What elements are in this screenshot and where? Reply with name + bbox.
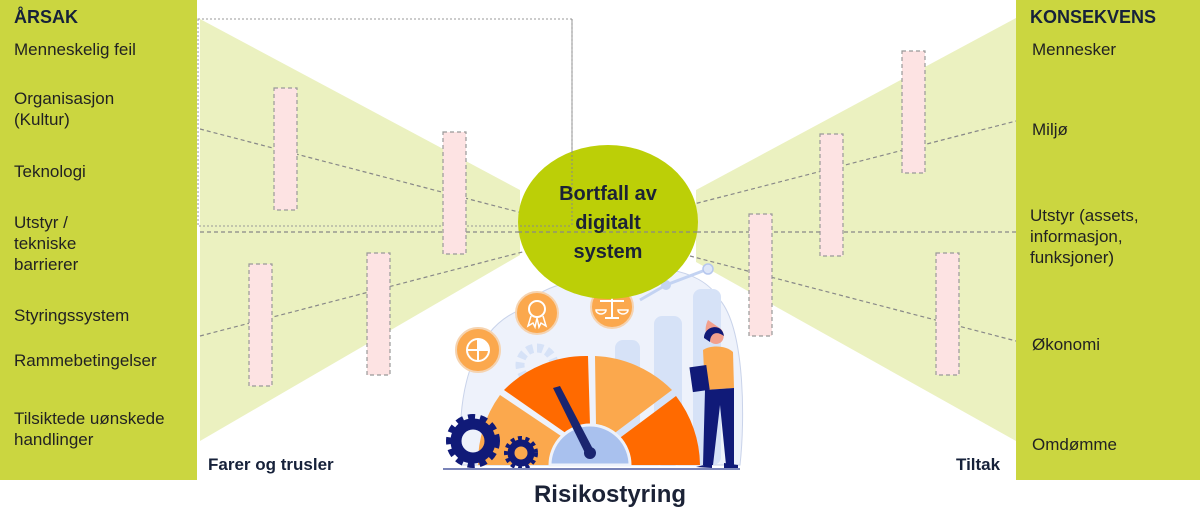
- consequence-item: Utstyr (assets, informasjon, funksjoner): [1030, 206, 1139, 267]
- cause-item: Rammebetingelser: [14, 351, 157, 370]
- consequence-item: Mennesker: [1032, 40, 1117, 59]
- threats-label: Farer og trusler: [208, 455, 334, 474]
- barrier-box: [273, 87, 298, 211]
- person-with-tablet: [689, 320, 738, 469]
- barrier-box: [442, 131, 467, 255]
- consequence-column-title: KONSEKVENS: [1030, 7, 1157, 27]
- central-event-ellipse: [518, 145, 698, 299]
- gauge-segment: [477, 395, 567, 465]
- gear-icon: [446, 414, 500, 468]
- barrier-box: [901, 50, 926, 174]
- consequence-item: Omdømme: [1032, 435, 1117, 454]
- measures-label: Tiltak: [956, 455, 1001, 474]
- trend-point: [702, 263, 714, 275]
- risk-gauge: [477, 355, 700, 467]
- central-event-label: Bortfall av digitalt system: [559, 183, 657, 263]
- consequence-item: Miljø: [1032, 120, 1068, 139]
- cause-item: Organisasjon (Kultur): [14, 89, 115, 129]
- barrier-box: [366, 252, 391, 376]
- cause-item: Styringssystem: [14, 306, 130, 325]
- cause-column-title: ÅRSAK: [14, 7, 79, 27]
- barrier-box: [748, 213, 773, 337]
- cause-item: Teknologi: [14, 162, 86, 181]
- barrier-box: [935, 252, 960, 376]
- gauge-pivot: [584, 447, 596, 459]
- risk-illustration: [443, 263, 744, 470]
- risk-management-caption: Risikostyring: [533, 481, 687, 508]
- gauge-needle: [553, 386, 594, 455]
- connector-line: [689, 255, 1017, 342]
- cause-column: ÅRSAK Menneskelig feil Organisasjon (Kul…: [0, 0, 197, 480]
- award-ribbon-icon: [515, 291, 559, 335]
- cause-item: Utstyr / tekniske barrierer: [14, 213, 79, 274]
- consequence-wedge: [696, 18, 1016, 441]
- connector-line: [689, 120, 1017, 206]
- cause-item: Tilsiktede uønskede handlinger: [14, 409, 165, 449]
- consequence-item: Økonomi: [1032, 335, 1101, 354]
- dotted-frame: [197, 18, 573, 227]
- barrier-box: [819, 133, 844, 257]
- gauge-segment: [617, 396, 700, 465]
- pie-chart-icon: [455, 327, 501, 373]
- connector-line: [199, 128, 531, 216]
- gauge-segment: [595, 356, 672, 435]
- cause-item: Menneskelig feil: [14, 40, 136, 59]
- consequence-column: KONSEKVENS Mennesker Miljø Utstyr (asset…: [1016, 0, 1200, 480]
- barrier-box: [248, 263, 273, 387]
